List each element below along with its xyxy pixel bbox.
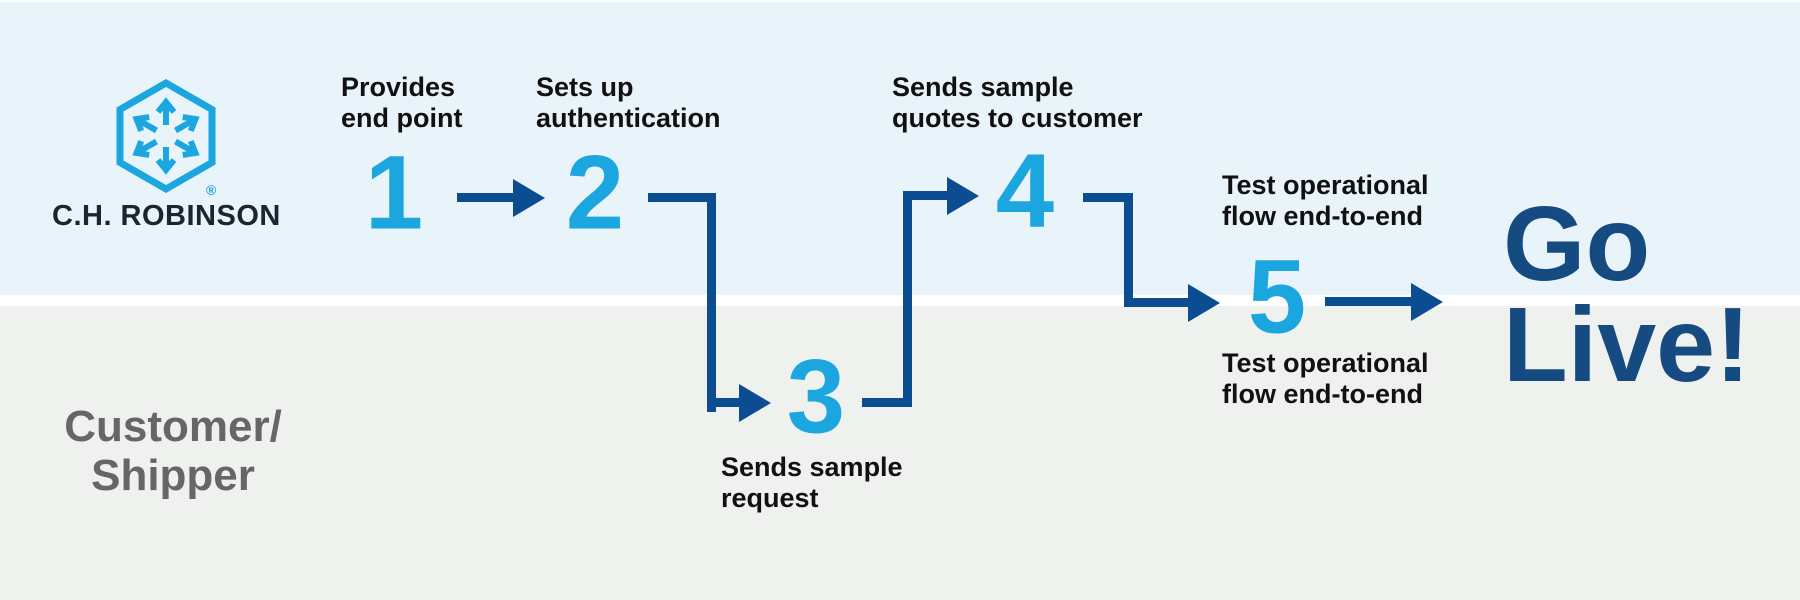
customer-shipper-line1: Customer/ — [64, 402, 282, 451]
arrow-shaft — [707, 398, 741, 407]
arrow-shaft — [903, 191, 912, 407]
step3-number: 3 — [786, 338, 846, 456]
step1-label-line2: end point — [341, 103, 463, 133]
step1-label-line1: Provides — [341, 72, 456, 102]
arrowhead-right-icon — [739, 384, 771, 422]
step4-label: Sends sample quotes to customer — [892, 72, 1143, 134]
arrow-shaft — [707, 193, 716, 412]
arrow-shaft — [457, 193, 515, 202]
brand-name: C.H. ROBINSON — [52, 200, 281, 232]
step2-label: Sets up authentication — [536, 72, 721, 134]
step4-label-line1: Sends sample — [892, 72, 1074, 102]
step3-label-line1: Sends sample — [721, 452, 903, 482]
go-live-text: Go Live! — [1503, 185, 1751, 404]
step3-label: Sends sample request — [721, 452, 903, 514]
step4-number: 4 — [995, 132, 1055, 250]
go-live-line2: Live! — [1503, 286, 1751, 404]
arrow-shaft — [1124, 298, 1190, 307]
step1-label: Provides end point — [341, 72, 462, 134]
step2-label-line1: Sets up — [536, 72, 634, 102]
arrowhead-right-icon — [513, 179, 545, 217]
registered-trademark-symbol: ® — [206, 182, 217, 198]
step5-label-below-line2: flow end-to-end — [1222, 379, 1423, 409]
step4-label-line2: quotes to customer — [892, 103, 1143, 133]
customer-shipper-line2: Shipper — [91, 451, 255, 500]
step3-label-line2: request — [721, 483, 819, 513]
arrowhead-right-icon — [1411, 283, 1443, 321]
step5-label-below-line1: Test operational — [1222, 348, 1429, 378]
step2-label-line2: authentication — [536, 103, 721, 133]
go-live-line1: Go — [1503, 185, 1651, 303]
arrow-shaft — [1083, 193, 1133, 202]
arrow-shaft — [1124, 193, 1133, 307]
step5-number: 5 — [1247, 238, 1307, 356]
arrow-shaft — [648, 193, 716, 202]
ch-robinson-logo-icon — [116, 78, 216, 194]
step5-label-below: Test operational flow end-to-end — [1222, 348, 1429, 410]
arrow-shaft — [862, 398, 912, 407]
step5-label-above-line2: flow end-to-end — [1222, 201, 1423, 231]
step1-number: 1 — [364, 134, 424, 252]
step5-label-above: Test operational flow end-to-end — [1222, 170, 1429, 232]
step5-label-above-line1: Test operational — [1222, 170, 1429, 200]
arrowhead-right-icon — [947, 177, 979, 215]
arrowhead-right-icon — [1188, 284, 1220, 322]
step2-number: 2 — [565, 134, 625, 252]
arrow-shaft — [1325, 297, 1411, 306]
lane-customer-shipper — [0, 306, 1800, 600]
lane-chrobinson — [0, 2, 1800, 295]
arrow-shaft — [903, 191, 947, 200]
customer-shipper-label: Customer/ Shipper — [48, 402, 298, 500]
